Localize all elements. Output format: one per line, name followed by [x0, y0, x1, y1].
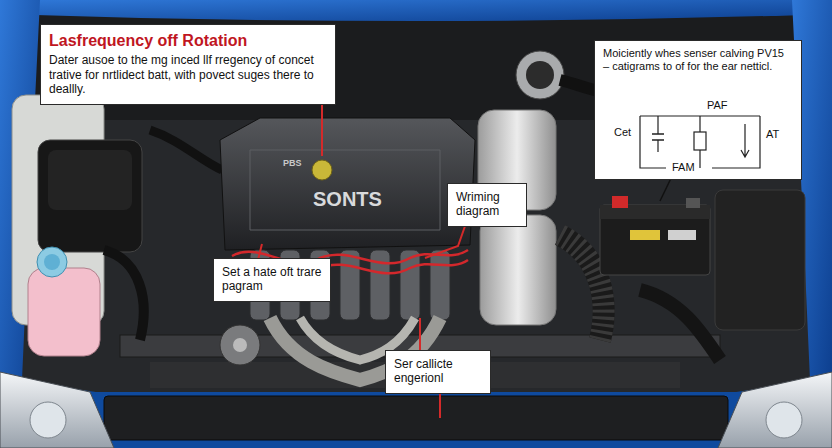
engine-cover — [220, 118, 475, 250]
callout-text: Moiciently whes senser calving PV15 – ca… — [603, 47, 793, 73]
fuse-box-lid — [48, 150, 132, 210]
pulley — [220, 325, 260, 365]
engine-cover-ridge — [250, 150, 440, 230]
signal-name: Cet — [613, 126, 632, 139]
part-marking: PBS — [282, 158, 303, 168]
callout-heading: Lasfrequency off Rotation — [49, 31, 327, 50]
engine-cover-logo: SONTS — [312, 188, 383, 211]
callout-ground — [594, 40, 802, 180]
battery-sticker — [630, 230, 660, 240]
corrugated-hose-ribs — [560, 235, 604, 340]
corrugated-hose — [560, 235, 604, 340]
engine-callout: Ser callicte engerionl — [385, 350, 491, 394]
canister — [480, 215, 556, 325]
air-box — [715, 190, 805, 330]
battery — [600, 205, 710, 275]
right-headlight-lens — [766, 402, 802, 438]
schematic-wire — [657, 116, 658, 152]
signal-name: FAM — [671, 161, 696, 174]
brake-reservoir-cap — [526, 61, 554, 89]
intake-hose — [150, 130, 222, 170]
wiring-callout: Wriming diagram — [447, 183, 527, 227]
left-headlight-lens — [30, 402, 66, 438]
grille — [104, 396, 728, 440]
callout-text: Wriming diagram — [456, 190, 518, 219]
capacitor-symbol — [652, 134, 664, 140]
brake-reservoir — [516, 51, 564, 99]
intake-runner — [430, 250, 450, 320]
fuse-box — [38, 140, 142, 252]
callout-text: Ser callicte engerionl — [394, 357, 482, 386]
left-hose — [104, 250, 144, 340]
washer-bottle — [28, 268, 100, 356]
right-headlight — [718, 372, 832, 448]
sensor-callout: Moiciently whes senser calving PV15 – ca… — [594, 40, 802, 180]
info-callout: Lasfrequency off RotationDater ausoe to … — [40, 24, 336, 105]
schematic-wire — [712, 116, 760, 168]
oil-cap — [312, 160, 332, 180]
washer-cap — [37, 247, 67, 277]
right-hose — [640, 290, 720, 360]
signal-name: PAF — [706, 99, 729, 112]
arrow-symbol — [741, 124, 749, 157]
resistor-symbol — [694, 132, 706, 150]
washer-cap-center — [44, 254, 60, 270]
intake-runner — [340, 250, 360, 320]
callout-text: Dater ausoe to the mg inced llf rregency… — [49, 53, 327, 96]
callout-text: Set a hate oft trare pagram — [222, 265, 322, 294]
part-callout: Set a hate oft trare pagram — [213, 258, 331, 302]
battery-sticker — [668, 230, 696, 240]
battery-terminal — [612, 196, 628, 208]
left-headlight — [0, 372, 114, 448]
battery-terminal — [686, 198, 700, 208]
schematic-wire — [640, 116, 666, 168]
hood-edge — [0, 0, 832, 21]
pulley-hub — [233, 338, 247, 352]
signal-name: AT — [765, 128, 780, 141]
